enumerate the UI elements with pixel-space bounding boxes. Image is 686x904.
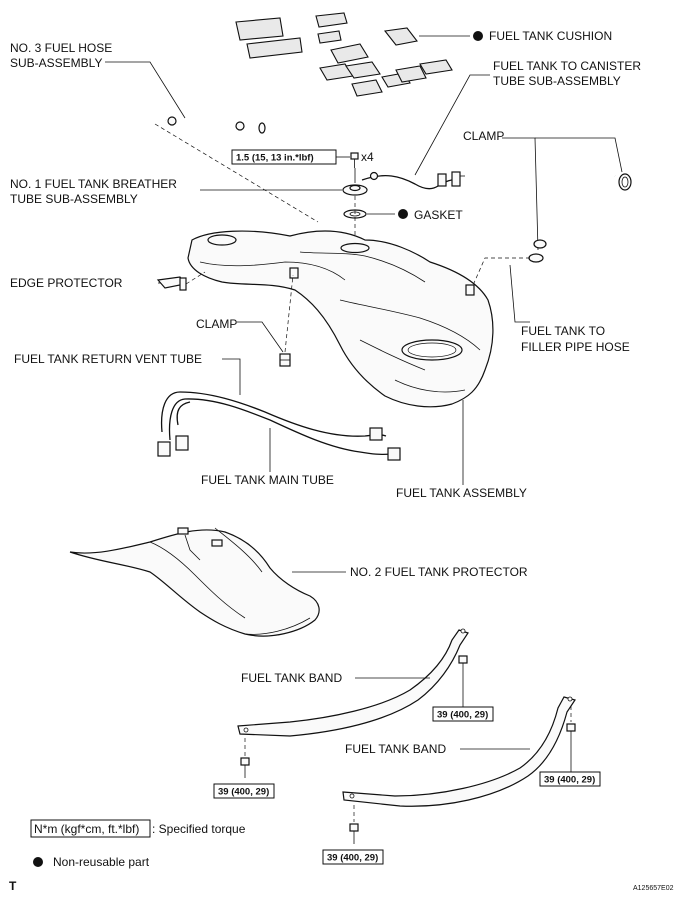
label-filler-hose-1: FUEL TANK TO xyxy=(521,324,605,338)
no2-fuel-tank-protector xyxy=(69,527,320,637)
label-return-vent: FUEL TANK RETURN VENT TUBE xyxy=(14,352,202,366)
label-no3-fuel-hose-1: NO. 3 FUEL HOSE xyxy=(10,41,112,55)
legend-torque-desc: : Specified torque xyxy=(152,822,246,836)
torque-value-band-a: 39 (400, 29) xyxy=(437,710,488,721)
breather-tube-flange xyxy=(342,184,368,196)
label-fuel-tank-cushion: FUEL TANK CUSHION xyxy=(489,29,612,43)
label-no2-protector: NO. 2 FUEL TANK PROTECTOR xyxy=(350,565,528,579)
legend-nonreusable: Non-reusable part xyxy=(53,855,150,869)
label-breather-2: TUBE SUB-ASSEMBLY xyxy=(10,192,138,206)
label-clamp-lower: CLAMP xyxy=(196,317,237,331)
fuel-tank-cushions xyxy=(235,12,453,97)
footer-ref-code: A125657E02 xyxy=(633,885,674,892)
bolt-small xyxy=(350,152,359,168)
torque-value-band-c: 39 (400, 29) xyxy=(544,775,595,786)
label-canister-tube-2: TUBE SUB-ASSEMBLY xyxy=(493,74,621,88)
label-breather-1: NO. 1 FUEL TANK BREATHER xyxy=(10,177,177,191)
edge-protector-part xyxy=(156,276,187,291)
nonreusable-marker-gasket xyxy=(398,209,408,219)
label-main-tube: FUEL TANK MAIN TUBE xyxy=(201,473,334,487)
label-band-1: FUEL TANK BAND xyxy=(241,671,342,685)
label-tank-assembly: FUEL TANK ASSEMBLY xyxy=(396,486,527,500)
fuel-tank-band-1 xyxy=(237,628,469,737)
torque-box-band-b xyxy=(213,783,275,799)
label-canister-tube-1: FUEL TANK TO CANISTER xyxy=(493,59,641,73)
label-no3-fuel-hose-2: SUB-ASSEMBLY xyxy=(10,56,102,70)
torque-box-band-c xyxy=(539,771,601,787)
bolt-band-2b xyxy=(349,823,359,844)
label-filler-hose-2: FILLER PIPE HOSE xyxy=(521,340,630,354)
label-band-2: FUEL TANK BAND xyxy=(345,742,446,756)
label-clamp-upper: CLAMP xyxy=(463,129,504,143)
canister-tube xyxy=(361,171,465,190)
legend-torque-box xyxy=(30,819,151,838)
label-edge-protector: EDGE PROTECTOR xyxy=(10,276,123,290)
no3-fuel-hose xyxy=(165,116,266,135)
legend-nonreusable-marker xyxy=(33,857,43,867)
torque-box-band-d xyxy=(322,849,384,865)
legend-torque-unit: N*m (kgf*cm, ft.*lbf) xyxy=(34,822,139,836)
fuel-tank-band-2 xyxy=(342,696,576,807)
torque-value-small: 1.5 (15, 13 in.*lbf) xyxy=(236,153,314,164)
filler-pipe-hose xyxy=(528,170,632,263)
footer-mark: T xyxy=(9,879,17,893)
clamp-lower-part xyxy=(279,353,291,367)
torque-value-band-b: 39 (400, 29) xyxy=(218,787,269,798)
bolt-band-2a xyxy=(566,723,576,744)
bolt-band-1b xyxy=(240,757,250,778)
torque-value-band-d: 39 (400, 29) xyxy=(327,853,378,864)
bolt-band-1a xyxy=(458,655,468,676)
label-gasket: GASKET xyxy=(414,208,463,222)
fuel-tubes xyxy=(157,391,401,461)
fuel-tank-assembly xyxy=(187,230,494,408)
label-qty: x4 xyxy=(361,150,374,164)
nonreusable-marker-cushion xyxy=(473,31,483,41)
